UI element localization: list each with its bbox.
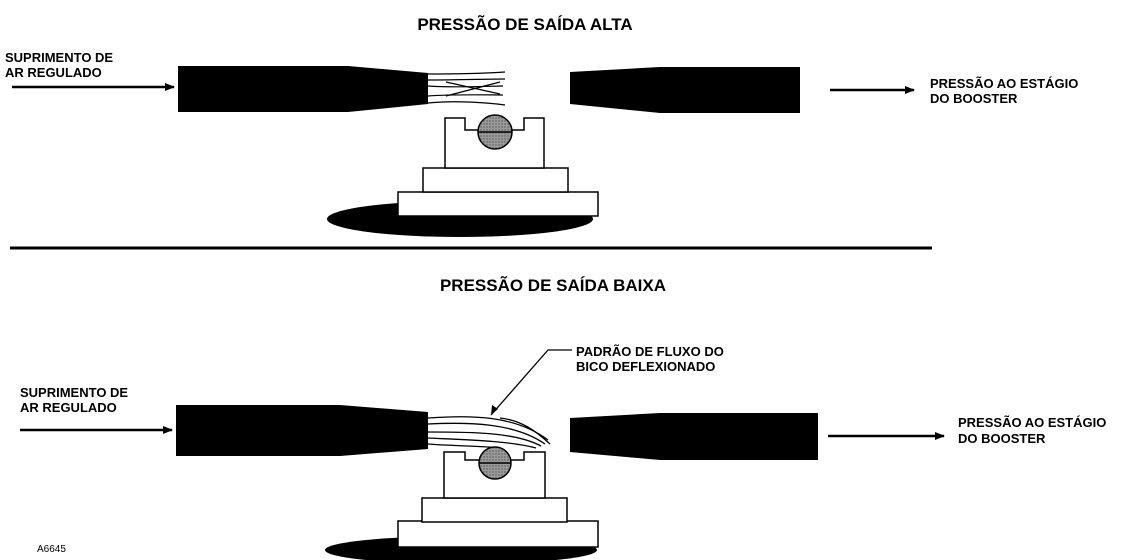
supply-label: SUPRIMENTO DE: [5, 50, 113, 65]
panel-low-pressure: PRESSÃO DE SAÍDA BAIXA PADRÃO DE FLUXO D…: [20, 275, 1106, 560]
receiver-nozzle: [570, 413, 818, 460]
mount-block: [422, 167, 569, 193]
supply-label: AR REGULADO: [5, 65, 102, 80]
base-plate: [397, 191, 599, 217]
receiver-nozzle: [570, 67, 800, 113]
supply-label: AR REGULADO: [20, 400, 117, 415]
panel-high-pressure: PRESSÃO DE SAÍDA ALTA SUPRIMENTO DE AR R…: [5, 14, 1078, 237]
figure-code: A6645: [37, 544, 66, 555]
mount-block: [421, 497, 568, 523]
supply-nozzle: [176, 405, 428, 456]
panel-title: PRESSÃO DE SAÍDA ALTA: [417, 14, 632, 34]
callout-leader: [490, 349, 572, 416]
callout-arrowhead: [491, 405, 498, 415]
output-label: PRESSÃO AO ESTÁGIO: [930, 76, 1078, 91]
panel-title: PRESSÃO DE SAÍDA BAIXA: [440, 275, 666, 295]
output-label: DO BOOSTER: [930, 91, 1018, 106]
output-label: DO BOOSTER: [958, 431, 1046, 446]
callout-label: BICO DEFLEXIONADO: [576, 359, 715, 374]
output-label: PRESSÃO AO ESTÁGIO: [958, 415, 1106, 430]
flapper-assembly: [325, 446, 599, 560]
base-plate: [397, 520, 599, 548]
deflected-jet-stream: [427, 416, 551, 449]
flapper-assembly: [327, 114, 599, 237]
jet-stream: [427, 71, 506, 106]
supply-nozzle: [178, 66, 428, 112]
callout-label: PADRÃO DE FLUXO DO: [576, 344, 724, 359]
supply-label: SUPRIMENTO DE: [20, 385, 128, 400]
